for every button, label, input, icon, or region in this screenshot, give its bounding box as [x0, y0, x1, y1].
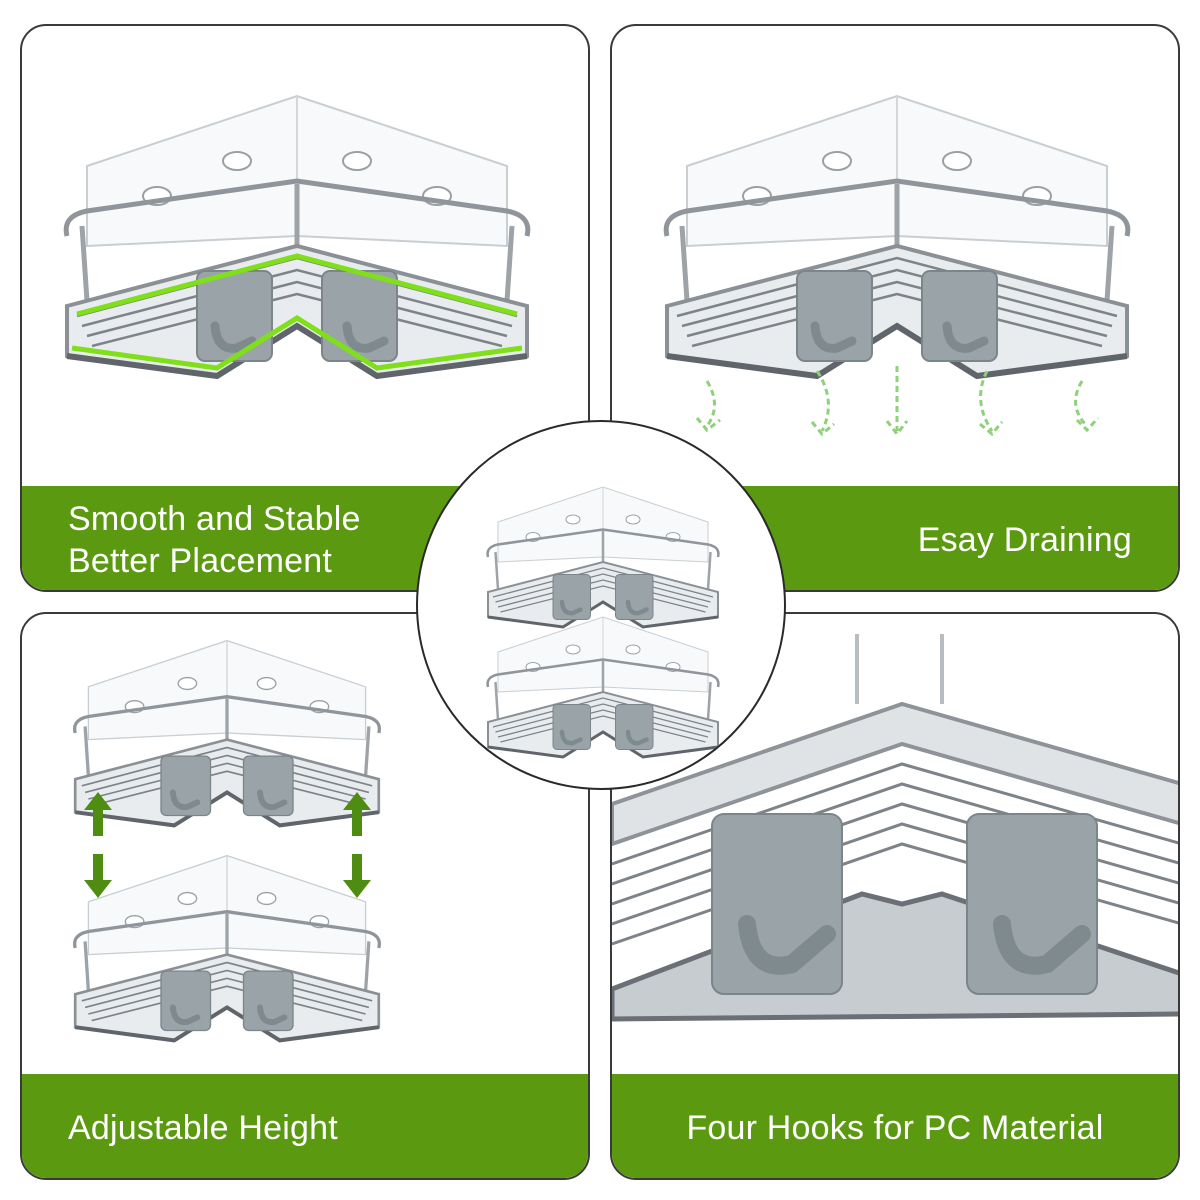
hooks-closeup-illustration	[612, 634, 1178, 1022]
caption-text: Esay Draining	[917, 521, 1132, 559]
drain-arrow-icon	[695, 366, 1100, 437]
center-comparison-circle	[416, 420, 786, 790]
caption-text: Four Hooks for PC Material	[686, 1109, 1104, 1147]
panel-smooth-stable: Smooth and Stable Better Placement	[20, 24, 590, 592]
corner-shelf-illustration	[418, 422, 786, 790]
corner-shelf-illustration	[612, 26, 1180, 437]
caption-text: Smooth and Stable Better Placement	[68, 500, 361, 580]
corner-shelf-illustration	[22, 26, 590, 496]
caption-band: Four Hooks for PC Material	[612, 1074, 1178, 1178]
caption-text: Adjustable Height	[68, 1109, 338, 1147]
caption-band: Adjustable Height	[22, 1074, 588, 1178]
hook-icon	[711, 813, 1098, 995]
